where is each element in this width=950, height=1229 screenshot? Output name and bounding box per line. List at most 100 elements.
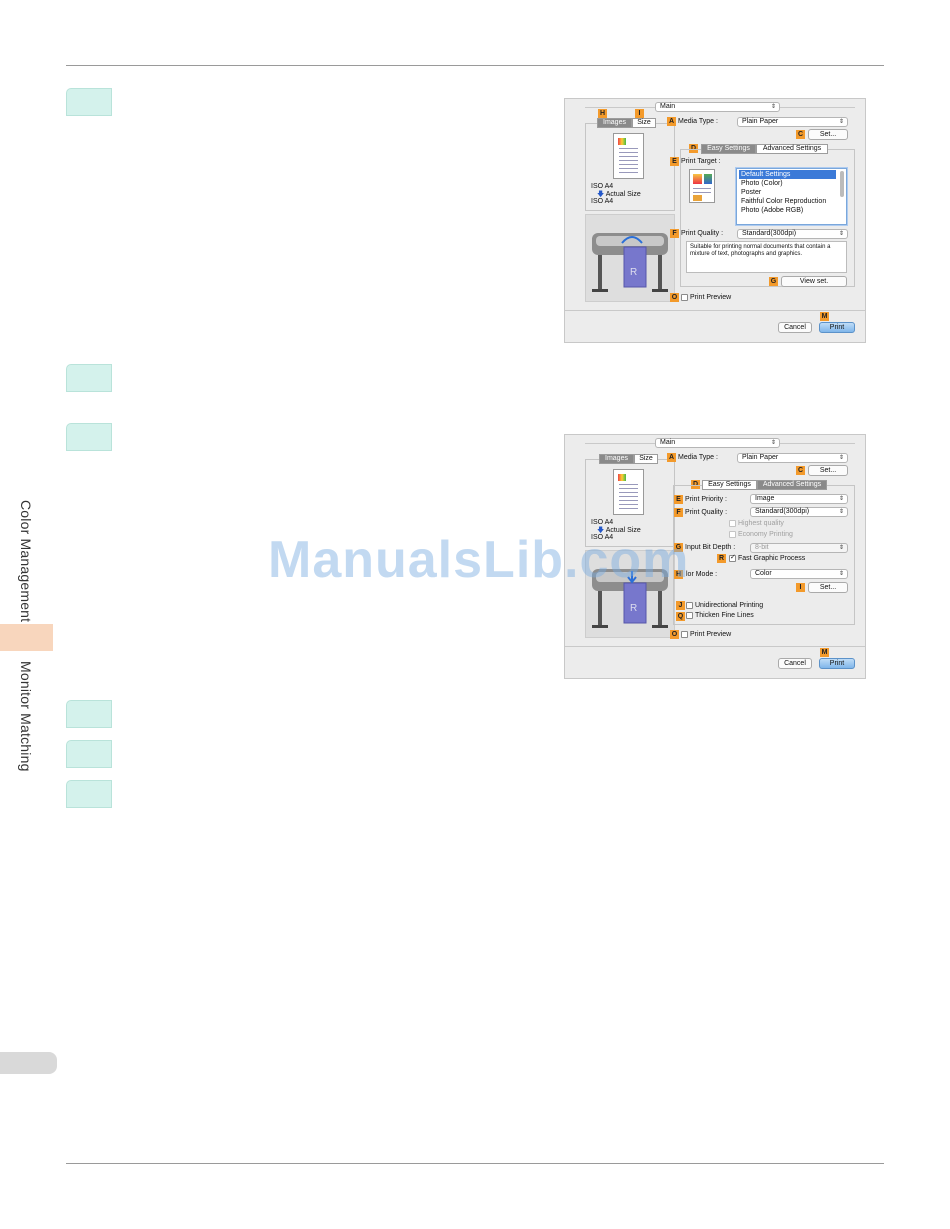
- badge-c: C: [796, 130, 805, 139]
- step-marker-3: [66, 423, 112, 451]
- printer-icon: R: [592, 233, 668, 292]
- badge-a: A: [667, 453, 676, 462]
- badge-r: R: [717, 554, 726, 563]
- badge-f: F: [674, 508, 683, 517]
- svg-text:R: R: [630, 267, 637, 278]
- color-mode-set-button[interactable]: Set...: [808, 582, 848, 593]
- badge-o: O: [670, 293, 679, 302]
- print-priority-label: Print Priority :: [685, 496, 728, 503]
- arrow-down-icon: 🡇: [597, 527, 605, 534]
- badge-g: G: [674, 543, 683, 552]
- media-set-button[interactable]: Set...: [808, 465, 848, 476]
- print-quality-popup[interactable]: Standard(300dpi)⇕: [750, 507, 848, 517]
- page-preview: [613, 469, 644, 515]
- badge-h: H: [598, 109, 607, 118]
- unidirectional-printing-checkbox[interactable]: [686, 602, 693, 609]
- badge-o: O: [670, 630, 679, 639]
- badge-m: M: [820, 648, 829, 657]
- input-bit-depth-label: Input Bit Depth :: [685, 544, 736, 551]
- highest-quality-checkbox[interactable]: [729, 520, 736, 527]
- economy-printing-checkbox[interactable]: [729, 531, 736, 538]
- tab-advanced-settings[interactable]: Advanced Settings: [756, 144, 828, 154]
- badge-g: G: [769, 277, 778, 286]
- cancel-button[interactable]: Cancel: [778, 322, 812, 333]
- print-target-description: Suitable for printing normal documents t…: [686, 241, 847, 273]
- color-mode-popup[interactable]: Color⇕: [750, 569, 848, 579]
- input-bit-depth-popup[interactable]: 8-bit⇕: [750, 543, 848, 553]
- media-type-popup[interactable]: Plain Paper⇕: [737, 453, 848, 463]
- print-button[interactable]: Print: [819, 658, 855, 669]
- step-marker-5: [66, 740, 112, 768]
- badge-d: D: [689, 144, 698, 153]
- size-bottom: ISO A4: [591, 534, 614, 541]
- print-preview-label: Print Preview: [690, 631, 732, 638]
- tab-size[interactable]: Size: [632, 118, 656, 128]
- step-marker-4: [66, 700, 112, 728]
- tab-easy-settings[interactable]: Easy Settings: [702, 480, 757, 490]
- list-item[interactable]: Default Settings: [739, 170, 836, 179]
- media-set-button[interactable]: Set...: [808, 129, 848, 140]
- sidebar-active-tab: [0, 624, 53, 651]
- cancel-button[interactable]: Cancel: [778, 658, 812, 669]
- step-marker-6: [66, 780, 112, 808]
- thicken-fine-lines-label: Thicken Fine Lines: [695, 612, 754, 619]
- list-item[interactable]: Photo (Color): [741, 180, 783, 187]
- arrow-down-icon: 🡇: [597, 191, 605, 198]
- size-bottom: ISO A4: [591, 198, 614, 205]
- printer-icon: R: [592, 569, 668, 628]
- badge-a: A: [667, 117, 676, 126]
- list-item[interactable]: Faithful Color Reproduction: [741, 198, 827, 205]
- size-top: ISO A4: [591, 519, 614, 526]
- thicken-fine-lines-checkbox[interactable]: [686, 612, 693, 619]
- badge-f: F: [670, 229, 679, 238]
- media-type-label: Media Type :: [678, 118, 718, 125]
- step-marker-2: [66, 364, 112, 392]
- list-item[interactable]: Photo (Adobe RGB): [741, 207, 804, 214]
- sidebar-section-color-management: Color Management: [18, 500, 34, 623]
- list-scrollbar[interactable]: [840, 171, 844, 197]
- print-dialog-advanced-settings: Main⇕ Images Size ISO A4 🡇 Actual Size I…: [564, 434, 866, 679]
- tab-images[interactable]: Images: [597, 118, 632, 128]
- printer-illustration-panel: R: [585, 550, 675, 638]
- tab-size[interactable]: Size: [634, 454, 658, 464]
- list-item[interactable]: Poster: [741, 189, 762, 196]
- badge-q: Q: [676, 612, 685, 621]
- print-dialog-easy-settings: Main⇕ H I Images Size ISO A4 🡇 Actual Si…: [564, 98, 866, 343]
- badge-j: J: [676, 601, 685, 610]
- step-marker-1: [66, 88, 112, 116]
- badge-d: D: [691, 480, 700, 489]
- print-quality-popup[interactable]: Standard(300dpi)⇕: [737, 229, 848, 239]
- badge-e: E: [674, 495, 683, 504]
- unidirectional-printing-label: Unidirectional Printing: [695, 602, 764, 609]
- fast-graphic-process-label: Fast Graphic Process: [738, 555, 806, 562]
- badge-h: H: [674, 570, 683, 579]
- page-number-tab: [0, 1052, 57, 1074]
- main-popup[interactable]: Main⇕: [655, 102, 780, 112]
- fast-graphic-process-checkbox[interactable]: [729, 553, 736, 562]
- highest-quality-label: Highest quality: [738, 520, 784, 527]
- tab-advanced-settings[interactable]: Advanced Settings: [757, 480, 827, 490]
- actual-size: 🡇 Actual Size: [597, 191, 641, 198]
- tab-easy-settings[interactable]: Easy Settings: [701, 144, 756, 154]
- main-popup[interactable]: Main⇕: [655, 438, 780, 448]
- print-button[interactable]: Print: [819, 322, 855, 333]
- print-quality-label: Print Quality :: [681, 230, 724, 237]
- printer-illustration-panel: R: [585, 214, 675, 302]
- sidebar-section-monitor-matching: Monitor Matching: [18, 661, 34, 772]
- actual-size: 🡇 Actual Size: [597, 527, 641, 534]
- top-rule: [66, 65, 884, 66]
- svg-text:R: R: [630, 603, 637, 614]
- page-preview: [613, 133, 644, 179]
- print-priority-popup[interactable]: Image⇕: [750, 494, 848, 504]
- print-preview-checkbox[interactable]: [681, 294, 688, 301]
- tab-images[interactable]: Images: [599, 454, 634, 464]
- media-type-popup[interactable]: Plain Paper⇕: [737, 117, 848, 127]
- print-target-label: Print Target :: [681, 158, 721, 165]
- print-target-list[interactable]: Default Settings Photo (Color) Poster Fa…: [736, 168, 847, 225]
- bottom-rule: [66, 1163, 884, 1164]
- badge-i: I: [635, 109, 644, 118]
- view-settings-button[interactable]: View set.: [781, 276, 847, 287]
- badge-m: M: [820, 312, 829, 321]
- color-mode-label: lor Mode :: [686, 571, 718, 578]
- print-preview-checkbox[interactable]: [681, 631, 688, 638]
